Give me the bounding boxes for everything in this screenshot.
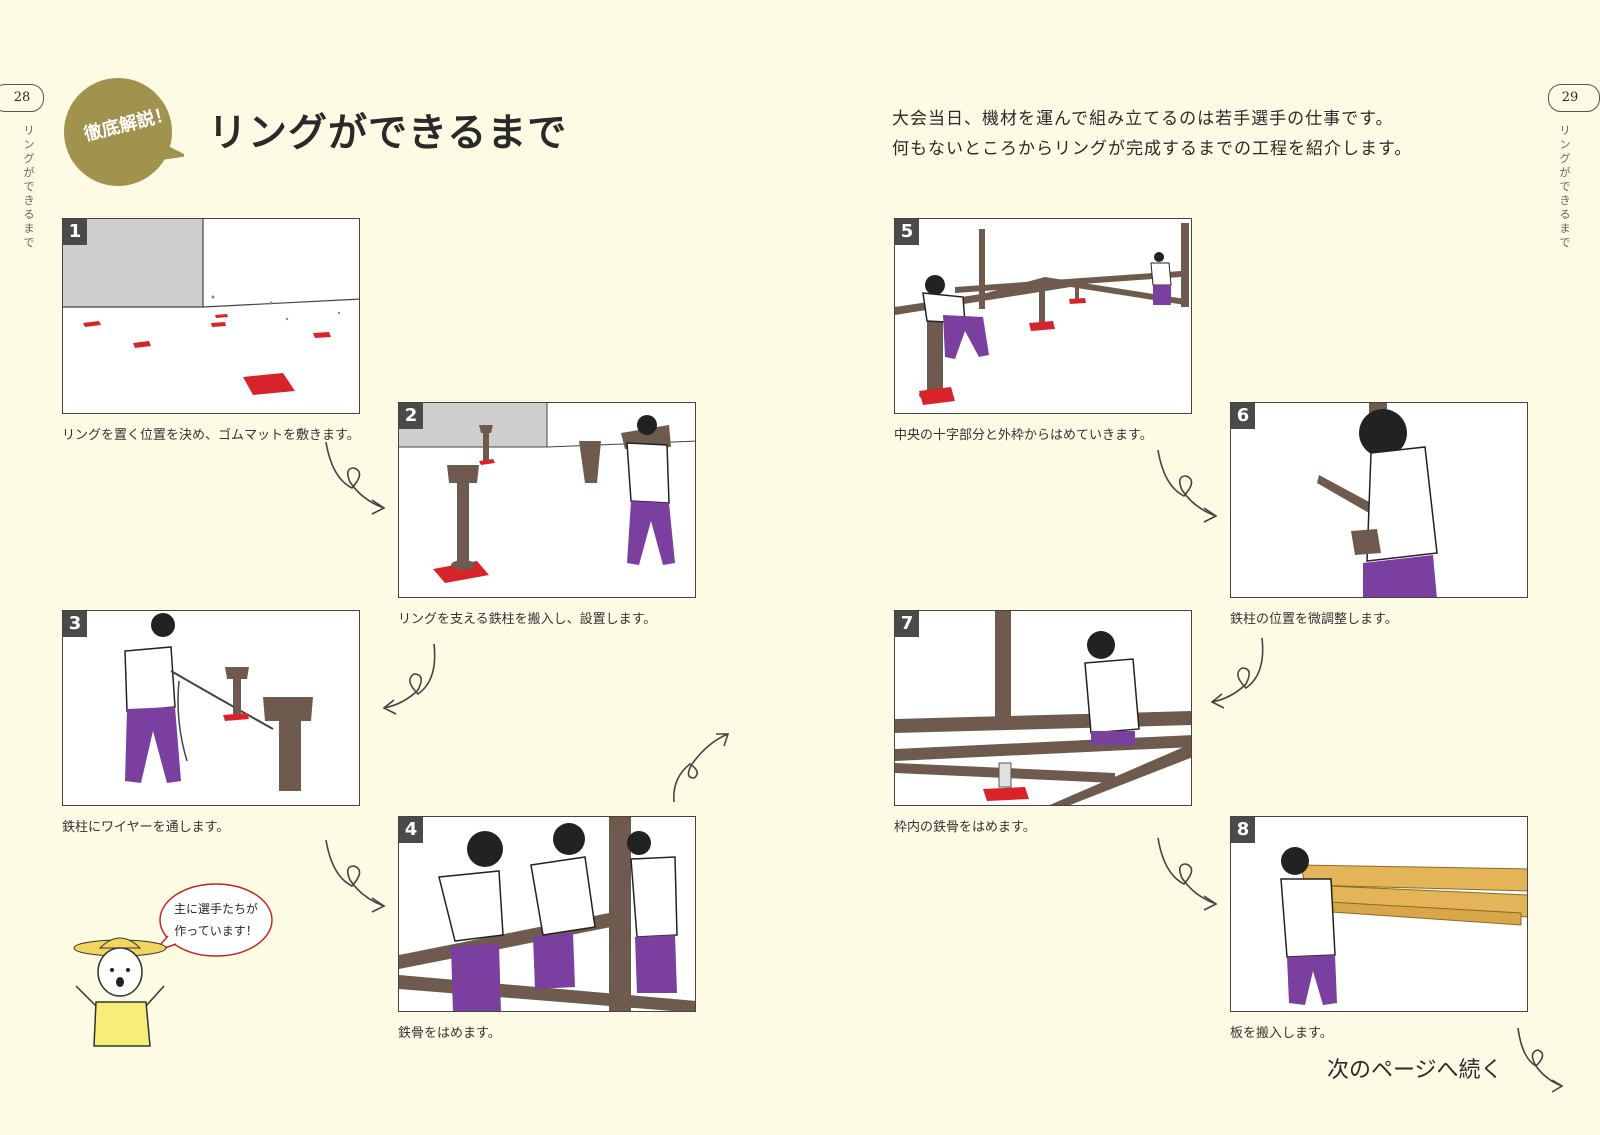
page-number-left: 28 xyxy=(0,84,44,112)
running-head-left: リングができるまで xyxy=(23,124,35,249)
speech-bubble-line-1: 主に選手たちが xyxy=(173,902,258,916)
step-2-caption: リングを支える鉄柱を搬入し、設置します。 xyxy=(398,612,657,627)
arrow-7-to-8-icon xyxy=(1157,837,1218,911)
running-head-right: リングができるまで xyxy=(1559,124,1571,249)
arrow-5-to-6-icon xyxy=(1157,449,1218,523)
step-5-number: 5 xyxy=(895,219,919,245)
step-1-caption: リングを置く位置を決め、ゴムマットを敷きます。 xyxy=(62,428,360,443)
step-3-illustration xyxy=(124,613,313,791)
mascot-illustration xyxy=(73,937,167,1047)
step-7-panel: 7 xyxy=(894,610,1192,806)
step-2-number: 2 xyxy=(399,403,423,429)
arrow-6-to-7-icon xyxy=(1210,637,1264,709)
page-number-right: 29 xyxy=(1548,84,1600,112)
step-5-panel: 5 xyxy=(894,218,1192,414)
step-6-caption: 鉄柱の位置を微調整します。 xyxy=(1230,612,1398,627)
step-8-illustration xyxy=(1280,847,1527,1005)
step-5-caption: 中央の十字部分と外枠からはめていきます。 xyxy=(894,428,1153,443)
step-8-number: 8 xyxy=(1231,817,1255,843)
step-4-caption: 鉄骨をはめます。 xyxy=(398,1026,501,1041)
step-6-illustration xyxy=(1317,403,1438,597)
intro-text: 大会当日、機材を運んで組み立てるのは若手選手の仕事です。 何もないところからリン… xyxy=(892,104,1532,164)
step-3-number: 3 xyxy=(63,611,87,637)
step-8-caption: 板を搬入します。 xyxy=(1230,1026,1333,1041)
intro-line-1: 大会当日、機材を運んで組み立てるのは若手選手の仕事です。 xyxy=(892,109,1394,129)
page-title: リングができるまで xyxy=(208,111,568,156)
step-7-number: 7 xyxy=(895,611,919,637)
next-page-text: 次のページへ続く xyxy=(1327,1058,1503,1083)
intro-line-2: 何もないところからリングが完成するまでの工程を紹介します。 xyxy=(892,139,1413,159)
step-1-number: 1 xyxy=(63,219,87,245)
next-page-arrow-icon xyxy=(1517,1027,1564,1093)
step-3-panel: 3 xyxy=(62,610,360,806)
step-1-illustration xyxy=(63,219,359,395)
arrow-1-to-2-icon xyxy=(325,441,386,515)
badge-shape xyxy=(64,78,184,186)
step-7-caption: 枠内の鉄骨をはめます。 xyxy=(894,820,1036,835)
arrow-3-to-4-icon xyxy=(325,839,386,913)
step-4-illustration xyxy=(399,817,695,1011)
step-3-caption: 鉄柱にワイヤーを通します。 xyxy=(62,820,230,835)
speech-bubble-text: 主に選手たちが 作っています！ xyxy=(166,898,266,942)
speech-bubble-line-2: 作っています！ xyxy=(174,924,258,938)
step-5-illustration xyxy=(895,223,1189,405)
step-4-panel: 4 xyxy=(398,816,696,1012)
step-4-number: 4 xyxy=(399,817,423,843)
step-7-illustration xyxy=(895,611,1191,805)
step-6-panel: 6 xyxy=(1230,402,1528,598)
step-1-panel: 1 xyxy=(62,218,360,414)
step-2-illustration xyxy=(399,403,695,583)
arrow-4-to-5-icon xyxy=(673,733,730,803)
step-6-number: 6 xyxy=(1231,403,1255,429)
arrow-2-to-3-icon xyxy=(382,643,436,715)
step-8-panel: 8 xyxy=(1230,816,1528,1012)
step-2-panel: 2 xyxy=(398,402,696,598)
